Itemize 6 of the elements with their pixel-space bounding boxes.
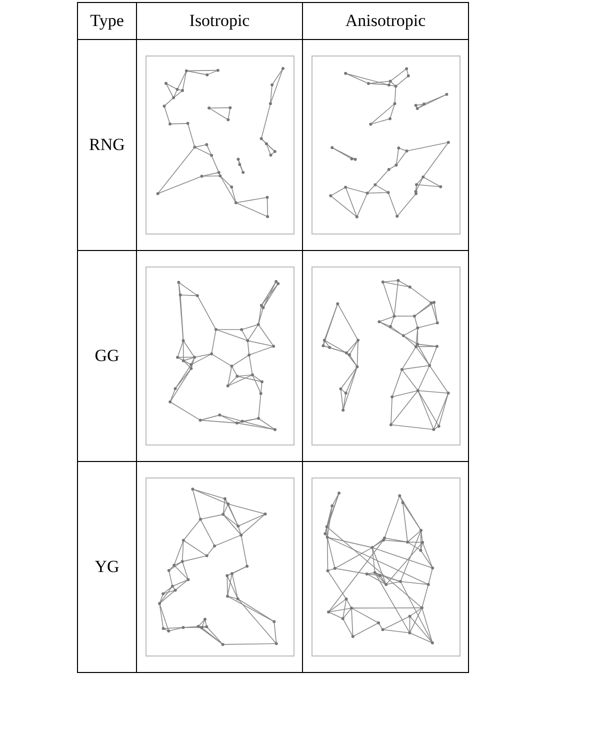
column-header: Isotropic xyxy=(136,2,302,40)
row-header: RNG xyxy=(78,40,136,250)
row-header: YG xyxy=(78,462,136,672)
column-header: Anisotropic xyxy=(302,2,468,40)
column-header: Type xyxy=(78,2,136,40)
row-header: GG xyxy=(78,250,136,462)
